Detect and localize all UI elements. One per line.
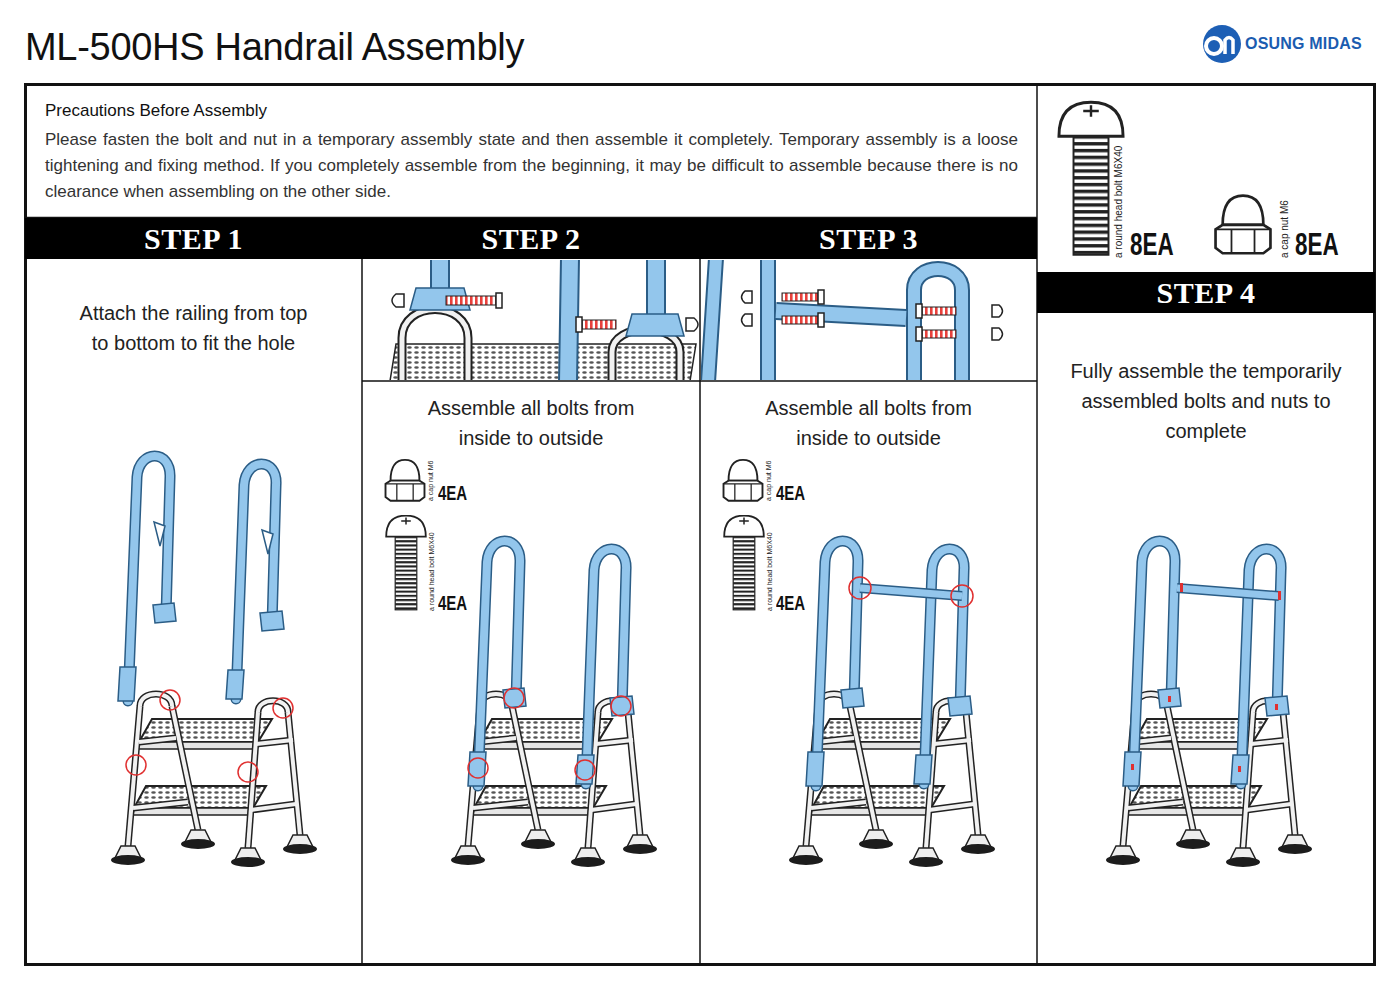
part-quantity: 4EA bbox=[438, 482, 467, 504]
brand-name: OSUNG MIDAS bbox=[1245, 35, 1362, 53]
step-text: Attach the railing from top to bottom to… bbox=[77, 298, 311, 358]
company-logo bbox=[1203, 25, 1241, 63]
part-name: a cap nut M6 bbox=[765, 461, 773, 501]
step4-illustration bbox=[1106, 541, 1312, 867]
part-quantity: 8EA bbox=[1130, 227, 1174, 261]
part-quantity: 4EA bbox=[438, 592, 467, 614]
part-quantity: 4EA bbox=[776, 482, 805, 504]
part-name: a round head bolt M6X40 bbox=[766, 532, 774, 611]
part-quantity: 8EA bbox=[1295, 227, 1339, 261]
step3-illustration bbox=[789, 541, 995, 867]
step-text: Assemble all bolts from inside to outsid… bbox=[416, 393, 646, 453]
step-panel: STEP 4 Fully assemble the temporarily ass… bbox=[1037, 272, 1375, 965]
step-heading: STEP 1 bbox=[25, 218, 362, 259]
step-panel: STEP 1 Attach the railing from top to bot… bbox=[25, 218, 362, 965]
step3-closeup bbox=[708, 260, 1003, 380]
step2-closeup bbox=[390, 260, 698, 380]
step2-illustration bbox=[451, 541, 657, 867]
step-panel: STEP 2 Assemble all bolts from inside to … bbox=[362, 218, 700, 965]
part-quantity: 4EA bbox=[776, 592, 805, 614]
step-heading: STEP 3 bbox=[700, 218, 1037, 259]
page-grid bbox=[25, 84, 1375, 965]
parts-box: a round head bolt M6X40 8EA a cap nut M6 8E… bbox=[1037, 84, 1375, 272]
note-text: Please fasten the bolt and nut in a temp… bbox=[45, 127, 1018, 205]
precautions-box: Precautions Before AssemblyPlease fasten… bbox=[25, 84, 1037, 217]
part-name: a cap nut M6 bbox=[1279, 200, 1290, 258]
part-name: a round head bolt M6X40 bbox=[1113, 146, 1124, 258]
step-text: Fully assemble the temporarily assembled… bbox=[1061, 356, 1351, 446]
step-panel: STEP 3 Assemble all bolts from inside to … bbox=[700, 218, 1037, 965]
part-name: a cap nut M6 bbox=[427, 461, 435, 501]
step-text: Assemble all bolts from inside to outsid… bbox=[754, 393, 984, 453]
step-heading: STEP 4 bbox=[1037, 272, 1375, 313]
step-heading: STEP 2 bbox=[362, 218, 700, 259]
section-heading: Precautions Before Assembly bbox=[45, 100, 1018, 121]
step1-illustration bbox=[111, 456, 317, 867]
page-title: ML-500HS Handrail Assembly bbox=[25, 24, 524, 70]
parts-icons bbox=[386, 102, 1271, 610]
part-name: a round head bolt M6X40 bbox=[428, 532, 436, 611]
